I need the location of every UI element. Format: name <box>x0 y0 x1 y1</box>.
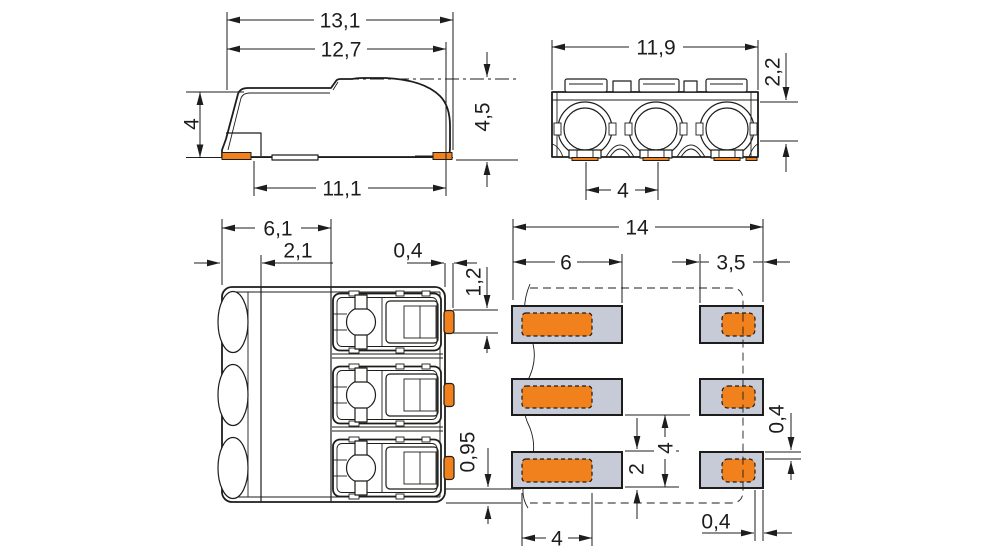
side-solder-foot-left <box>221 152 252 160</box>
dim-side-base-width: 11,1 <box>253 161 446 201</box>
dim-top-tab-protrusion: 0,4 <box>393 240 477 308</box>
dim-top-inner-depth: 2,1 <box>194 240 333 287</box>
side-body-outline <box>221 77 453 161</box>
dim-label-6: 6 <box>560 252 572 275</box>
dim-side-housing-width: 12,7 <box>227 38 447 196</box>
front-body-outline <box>551 91 759 158</box>
wire-entry-1 <box>217 290 249 354</box>
dim-label-2-1: 2,1 <box>283 240 312 263</box>
dim-fp-bottom-inset: 0,4 <box>701 490 792 541</box>
solder-tab-1 <box>443 309 455 335</box>
dim-label-11-1: 11,1 <box>322 178 361 201</box>
dim-fp-right-pad-width: 3,5 <box>672 251 790 303</box>
dim-top-depth: 6,1 <box>221 217 332 287</box>
dim-label-4-side: 4 <box>181 118 204 130</box>
dim-fp-right-pad-inset: 0,4 <box>765 404 801 480</box>
housing-outline-dashed <box>530 287 744 504</box>
wire-entry-3 <box>217 436 249 500</box>
dim-front-width: 11,9 <box>551 36 759 90</box>
wire-entry-2 <box>217 363 249 427</box>
dim-label-2: 2 <box>626 463 649 475</box>
wire-port-1 <box>553 101 617 161</box>
dim-label-1-2: 1,2 <box>463 267 486 296</box>
dim-label-4-mid: 4 <box>655 442 678 454</box>
side-center-foot <box>271 154 319 161</box>
top-view: 6,1 2,1 0,4 1,2 0,95 <box>194 217 521 524</box>
dim-front-top-offset: 2,2 <box>760 53 798 172</box>
dim-label-4-bottom: 4 <box>551 528 563 551</box>
paste-right-1 <box>721 312 756 337</box>
wire-port-2 <box>624 101 688 161</box>
front-view: 11,9 2,2 4 <box>551 36 798 203</box>
dim-label-0-4-right: 0,4 <box>766 404 789 434</box>
dim-label-4-front: 4 <box>617 180 629 203</box>
clamp-unit-3 <box>332 436 455 500</box>
dim-top-tab-edge-gap: 0,95 <box>446 432 521 524</box>
dim-top-tab-height: 1,2 <box>453 267 498 353</box>
top-wire-entries <box>217 290 249 500</box>
dim-label-11-9: 11,9 <box>636 37 675 60</box>
dim-label-4-5: 4,5 <box>472 102 495 131</box>
front-wire-ports <box>551 101 759 161</box>
solder-tab-2 <box>443 382 455 408</box>
dim-fp-left-pad-width: 6 <box>513 251 623 303</box>
dim-fp-total-width: 14 <box>512 216 764 302</box>
dim-label-13-1: 13,1 <box>320 10 361 33</box>
dim-fp-pad-height: 2 <box>625 418 679 519</box>
dim-label-2-2: 2,2 <box>762 57 785 86</box>
clamp-unit-2 <box>332 363 455 427</box>
front-top-latches <box>564 78 748 93</box>
dim-front-pitch: 4 <box>585 162 659 203</box>
dim-label-0-4-bottom: 0,4 <box>701 511 731 534</box>
dim-fp-paste-width: 4 <box>521 493 593 551</box>
dim-side-height-front: 4 <box>181 91 244 158</box>
side-view: 13,1 12,7 4 4,5 11,1 <box>181 9 518 201</box>
footprint-pads <box>511 305 764 489</box>
clamp-unit-1 <box>332 290 455 354</box>
paste-right-2 <box>721 385 756 409</box>
dim-label-12-7: 12,7 <box>321 39 362 62</box>
paste-left-3 <box>521 458 593 483</box>
paste-left-2 <box>521 385 593 409</box>
paste-right-3 <box>721 458 756 483</box>
dim-label-6-1: 6,1 <box>263 218 292 241</box>
solder-tab-3 <box>443 455 455 481</box>
pcb-footprint-view: 14 6 3,5 0,4 2 <box>511 216 801 551</box>
side-solder-foot-right <box>432 152 453 160</box>
dim-label-14: 14 <box>625 217 649 240</box>
wire-port-3 <box>695 101 758 161</box>
dim-label-0-4-top: 0,4 <box>393 240 423 263</box>
top-clamp-units <box>332 290 455 500</box>
dim-fp-pad-pitch: 4 <box>625 414 690 487</box>
dim-side-height-total: 4,5 <box>345 52 518 187</box>
dim-side-total-width: 13,1 <box>226 9 454 150</box>
paste-left-1 <box>521 312 593 337</box>
dim-label-3-5: 3,5 <box>716 252 745 275</box>
dim-label-0-95: 0,95 <box>457 432 480 473</box>
